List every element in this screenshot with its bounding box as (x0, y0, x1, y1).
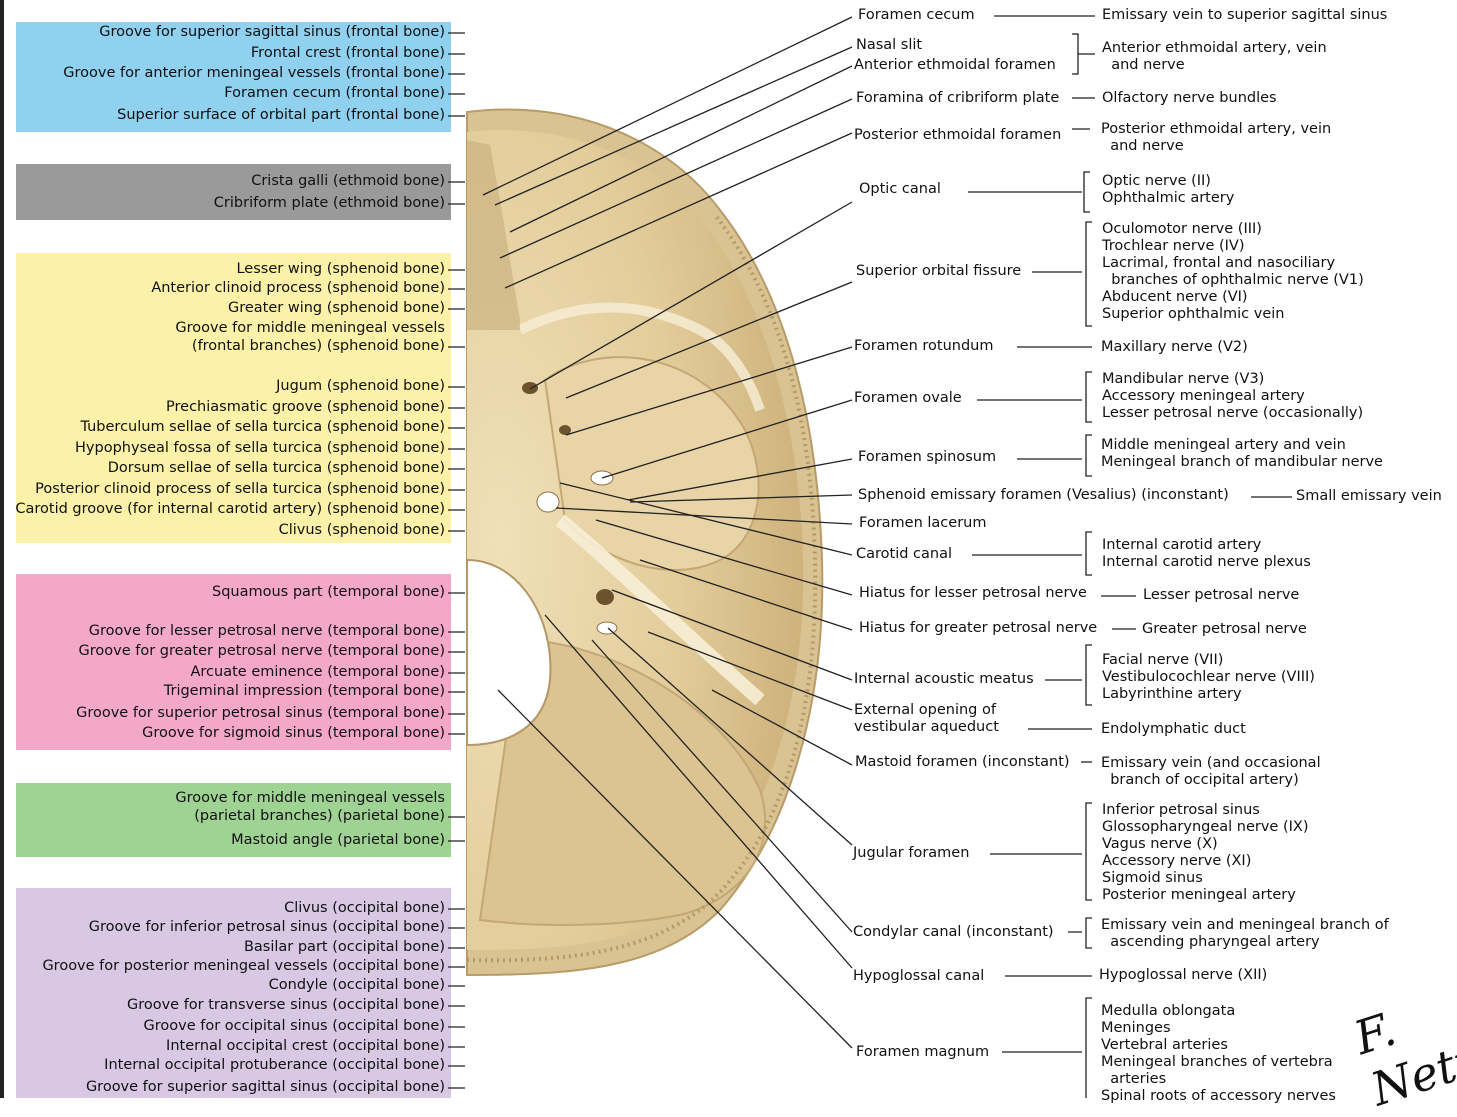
label-groove-middle-meningeal-parietal-2: (parietal branches) (parietal bone) (194, 808, 445, 825)
label-groove-middle-meningeal-frontal-1: Groove for middle meningeal vessels (175, 320, 445, 337)
content-jugular-foramen: Inferior petrosal sinus Glossopharyngeal… (1102, 802, 1308, 904)
superior-orbital-fissure: Superior orbital fissure (856, 263, 1021, 280)
label-trigeminal-impression: Trigeminal impression (temporal bone) (164, 683, 445, 700)
label-posterior-clinoid-process: Posterior clinoid process of sella turci… (35, 481, 445, 498)
posterior-ethmoidal-foramen: Posterior ethmoidal foramen (854, 127, 1061, 144)
content-hypoglossal-nerve: Hypoglossal nerve (XII) (1099, 967, 1267, 984)
label-internal-occipital-crest: Internal occipital crest (occipital bone… (166, 1038, 445, 1055)
label-groove-greater-petrosal: Groove for greater petrosal nerve (tempo… (79, 643, 446, 660)
content-mastoid-foramen: Emissary vein (and occasional branch of … (1101, 755, 1321, 789)
content-greater-petrosal-nerve: Greater petrosal nerve (1142, 621, 1307, 638)
mastoid-foramen: Mastoid foramen (inconstant) (855, 754, 1070, 771)
label-groove-lesser-petrosal: Groove for lesser petrosal nerve (tempor… (89, 623, 445, 640)
content-emissary-vein-sagittal: Emissary vein to superior sagittal sinus (1102, 7, 1387, 24)
label-dorsum-sellae: Dorsum sellae of sella turcica (sphenoid… (108, 460, 445, 477)
label-superior-surface-orbital-part: Superior surface of orbital part (fronta… (117, 107, 445, 124)
content-internal-acoustic-meatus: Facial nerve (VII) Vestibulocochlear ner… (1102, 652, 1315, 703)
content-anterior-ethmoidal: Anterior ethmoidal artery, vein and nerv… (1102, 40, 1327, 74)
label-clivus-sphenoid: Clivus (sphenoid bone) (279, 522, 445, 539)
jugular-foramen: Jugular foramen (853, 845, 969, 862)
label-foramen-cecum-frontal: Foramen cecum (frontal bone) (224, 85, 445, 102)
label-jugum: Jugum (sphenoid bone) (276, 378, 445, 395)
label-greater-wing: Greater wing (sphenoid bone) (228, 300, 445, 317)
optic-canal: Optic canal (859, 181, 941, 198)
content-carotid-canal: Internal carotid artery Internal carotid… (1102, 537, 1311, 571)
content-foramen-magnum: Medulla oblongata Meninges Vertebral art… (1101, 1003, 1336, 1105)
content-optic-canal: Optic nerve (II) Ophthalmic artery (1102, 173, 1234, 207)
foramen-spinosum: Foramen spinosum (858, 449, 996, 466)
foramen-cecum: Foramen cecum (858, 7, 975, 24)
anterior-ethmoidal-foramen: Anterior ethmoidal foramen (854, 57, 1056, 74)
nasal-slit: Nasal slit (856, 37, 922, 54)
label-arcuate-eminence: Arcuate eminence (temporal bone) (191, 664, 446, 681)
foramen-rotundum: Foramen rotundum (854, 338, 994, 355)
content-condylar-canal: Emissary vein and meningeal branch of as… (1101, 917, 1389, 951)
label-groove-posterior-meningeal-vessels: Groove for posterior meningeal vessels (… (42, 958, 445, 975)
label-frontal-crest: Frontal crest (frontal bone) (251, 45, 445, 62)
label-mastoid-angle: Mastoid angle (parietal bone) (231, 832, 445, 849)
hiatus-lesser-petrosal-nerve: Hiatus for lesser petrosal nerve (859, 585, 1087, 602)
label-squamous-part: Squamous part (temporal bone) (212, 584, 445, 601)
hiatus-greater-petrosal-nerve: Hiatus for greater petrosal nerve (859, 620, 1097, 637)
label-groove-occipital-sinus: Groove for occipital sinus (occipital bo… (144, 1018, 445, 1035)
internal-acoustic-meatus: Internal acoustic meatus (854, 671, 1034, 688)
content-foramen-spinosum: Middle meningeal artery and vein Meninge… (1101, 437, 1383, 471)
label-carotid-groove: Carotid groove (for internal carotid art… (15, 501, 445, 518)
content-superior-orbital-fissure: Oculomotor nerve (III) Trochlear nerve (… (1102, 221, 1364, 323)
label-groove-sigmoid-sinus: Groove for sigmoid sinus (temporal bone) (142, 725, 445, 742)
label-groove-superior-sagittal-sinus-occipital: Groove for superior sagittal sinus (occi… (86, 1079, 445, 1096)
condylar-canal: Condylar canal (inconstant) (853, 924, 1054, 941)
external-opening-vestibular-aqueduct: External opening of vestibular aqueduct (854, 702, 999, 736)
content-foramen-ovale: Mandibular nerve (V3) Accessory meningea… (1102, 371, 1363, 422)
label-groove-anterior-meningeal-vessels: Groove for anterior meningeal vessels (f… (63, 65, 445, 82)
label-groove-transverse-sinus: Groove for transverse sinus (occipital b… (127, 997, 445, 1014)
content-maxillary-nerve: Maxillary nerve (V2) (1101, 339, 1248, 356)
label-lesser-wing: Lesser wing (sphenoid bone) (236, 261, 445, 278)
label-groove-middle-meningeal-frontal-2: (frontal branches) (sphenoid bone) (192, 338, 445, 355)
content-posterior-ethmoidal: Posterior ethmoidal artery, vein and ner… (1101, 121, 1331, 155)
label-groove-superior-sagittal-sinus-frontal: Groove for superior sagittal sinus (fron… (99, 24, 445, 41)
label-cribriform-plate: Cribriform plate (ethmoid bone) (214, 195, 445, 212)
foramina-cribriform-plate: Foramina of cribriform plate (856, 90, 1059, 107)
label-tuberculum-sellae: Tuberculum sellae of sella turcica (sphe… (80, 419, 445, 436)
label-prechiasmatic-groove: Prechiasmatic groove (sphenoid bone) (166, 399, 445, 416)
label-crista-galli: Crista galli (ethmoid bone) (251, 173, 445, 190)
label-clivus-occipital: Clivus (occipital bone) (284, 900, 445, 917)
hypoglossal-canal: Hypoglossal canal (853, 968, 984, 985)
content-small-emissary-vein: Small emissary vein (1296, 488, 1442, 505)
content-olfactory-nerve: Olfactory nerve bundles (1102, 90, 1277, 107)
foramen-magnum: Foramen magnum (856, 1044, 989, 1061)
content-endolymphatic-duct: Endolymphatic duct (1101, 721, 1246, 738)
foramen-lacerum: Foramen lacerum (859, 515, 986, 532)
label-groove-middle-meningeal-parietal-1: Groove for middle meningeal vessels (175, 790, 445, 807)
label-internal-occipital-protuberance: Internal occipital protuberance (occipit… (104, 1057, 445, 1074)
label-hypophyseal-fossa: Hypophyseal fossa of sella turcica (sphe… (75, 440, 445, 457)
foramen-ovale: Foramen ovale (854, 390, 962, 407)
label-condyle: Condyle (occipital bone) (269, 977, 445, 994)
label-groove-inferior-petrosal-sinus: Groove for inferior petrosal sinus (occi… (89, 919, 445, 936)
label-anterior-clinoid-process: Anterior clinoid process (sphenoid bone) (151, 280, 445, 297)
label-basilar-part: Basilar part (occipital bone) (244, 939, 445, 956)
carotid-canal: Carotid canal (856, 546, 952, 563)
content-lesser-petrosal-nerve: Lesser petrosal nerve (1143, 587, 1299, 604)
sphenoid-emissary-foramen: Sphenoid emissary foramen (Vesalius) (in… (858, 487, 1229, 504)
label-groove-superior-petrosal-sinus: Groove for superior petrosal sinus (temp… (76, 705, 445, 722)
